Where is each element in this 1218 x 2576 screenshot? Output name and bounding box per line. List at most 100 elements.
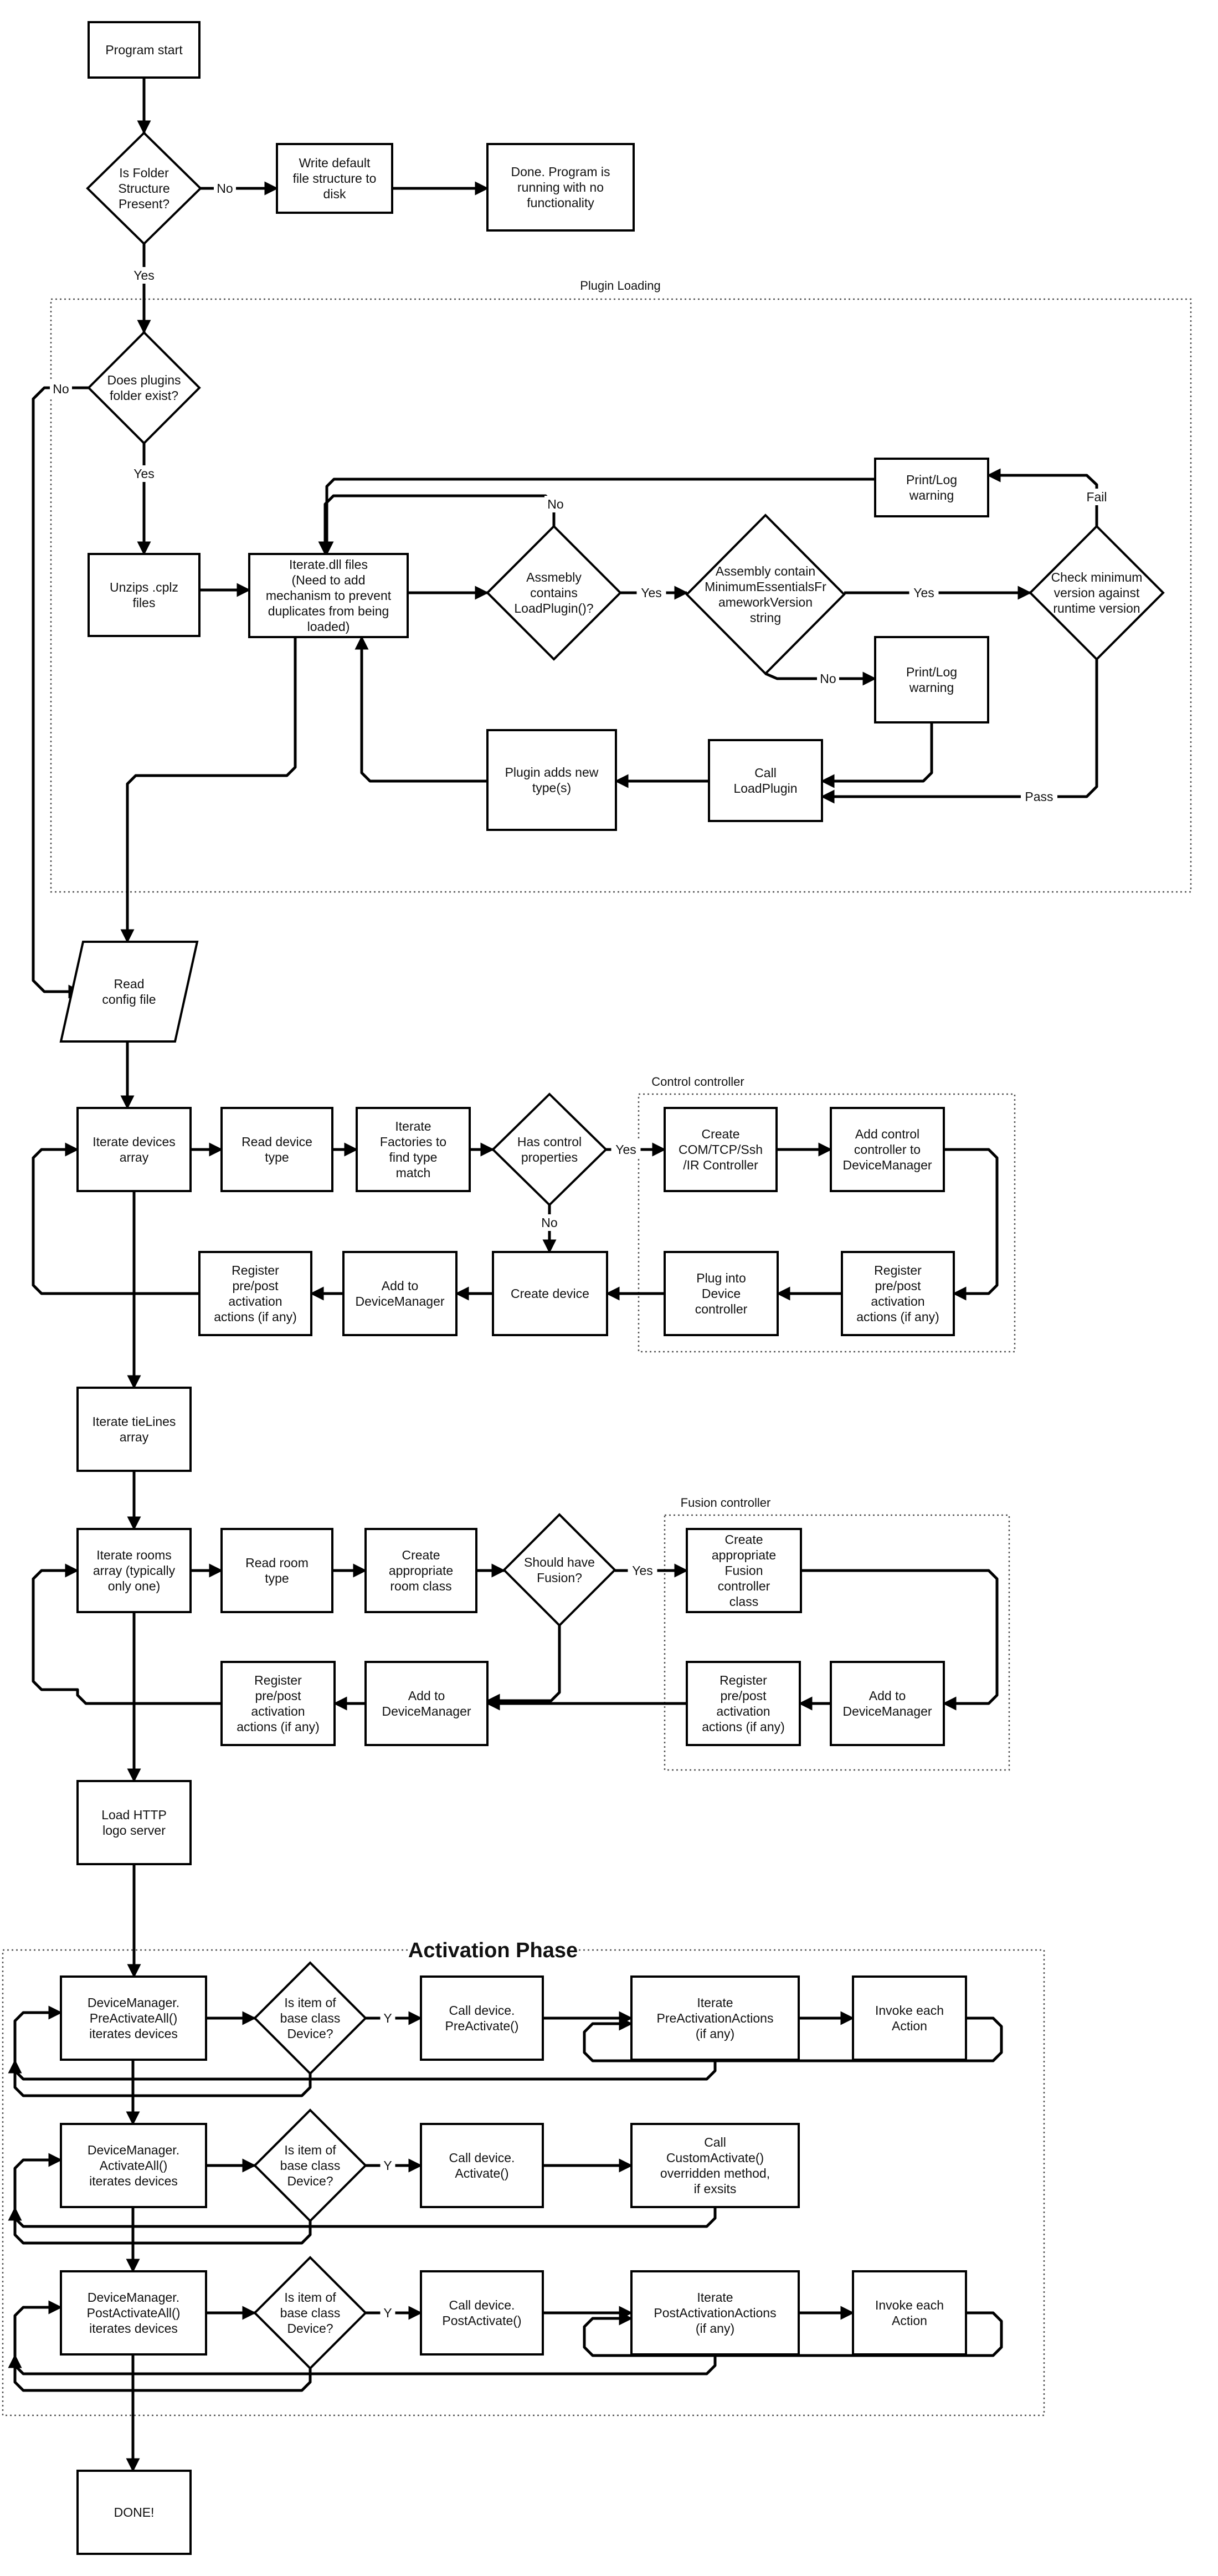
process-shape [874,636,989,723]
process-shape [486,143,635,232]
node-label-line: Iterate tieLines [92,1414,176,1429]
edge-isbase1-preact [8,2059,312,2097]
node-label: Create device [511,1286,589,1301]
node-label-line: Write default [299,156,371,170]
decision-shape [86,131,202,245]
edge-label: Yes [133,466,155,481]
node-label-line: Register [874,1263,922,1277]
node-label-line: type [265,1571,289,1585]
node-label-line: Read device [241,1135,312,1149]
node-label: Call device.Activate() [449,2151,515,2180]
node-label-line: Load HTTP [101,1808,167,1822]
edge-checkmin-callload [820,659,1098,804]
node-label-line: Call device. [449,2151,515,2165]
edge-isbase3-postact [8,2354,312,2392]
process-shape [420,1975,544,2061]
node-label-line: Structure [118,181,169,196]
node-label-line: PostActivateAll() [87,2306,181,2320]
node-label-line: type [265,1150,289,1164]
edge-label: No [53,382,69,396]
group-fusion [664,1514,1010,1771]
node-label-line: array [120,1150,149,1164]
node-label-line: (if any) [696,2321,734,2336]
node-label-line: pre/post [255,1689,301,1703]
node-label-line: Done. Program is [511,165,610,179]
node-done: DONE! [76,2470,192,2555]
edge-label-bg [380,2010,395,2026]
process-shape [486,729,617,831]
node-label-line: folder exist? [110,388,178,403]
edge-warn2-callload [820,722,933,788]
node-label-line: Is item of [284,2290,336,2305]
process-shape [664,1107,778,1192]
node-label-line: Call [704,2135,726,2149]
process-shape [276,143,393,214]
node-label-line: Has control [517,1135,582,1149]
node-label-line: Register [720,1673,767,1687]
node-label: DeviceManager.PreActivateAll()iterates d… [88,1995,179,2041]
decision-shape [253,2256,367,2370]
process-shape [220,1107,333,1192]
edge-iterpre-preact [13,2005,717,2081]
node-label-line: logo server [102,1823,166,1838]
edge-iterpost-postact [13,2300,717,2375]
edge-regdev-iterdev [32,1142,199,1295]
node-label-line: Invoke each [875,2003,944,2018]
process-shape [76,1528,192,1613]
node-label-line: controller [718,1579,770,1593]
node-label-line: DONE! [114,2505,155,2519]
edge-label: Pass [1025,789,1053,804]
node-label-line: appropriate [389,1563,453,1578]
node-label-line: config file [102,992,156,1007]
edge-label-bg [628,1562,657,1579]
node-label-line: Call device. [449,2003,515,2018]
node-label-line: array (typically [93,1563,176,1578]
node-label-line: actions (if any) [856,1310,939,1324]
node-label-line: Action [892,2019,927,2033]
node-label-line: Iterate.dll files [289,557,368,572]
node-label-line: mechanism to prevent [266,588,392,603]
edge-asmload-iterdll [318,494,556,556]
group-label-bg [410,1939,576,1961]
node-label-line: Add to [869,1689,906,1703]
process-shape [364,1661,489,1746]
node-label-line: version against [1054,586,1140,600]
edge-asmver-warn2 [765,671,877,686]
node-label-line: base class [280,2306,341,2320]
edge-isbase2-act [8,2206,312,2245]
group-label-control: Control controller [651,1075,744,1089]
process-shape [220,1528,333,1613]
process-shape [88,21,201,79]
node-label-line: ameworkVersion [718,595,813,609]
node-label-line: Is Folder [119,166,169,180]
process-shape [60,2123,207,2208]
process-shape [76,1780,192,1865]
edge-label: Yes [615,1142,636,1157]
node-label-line: MinimumEssentialsFr [705,579,826,594]
process-shape [76,1387,192,1472]
group-label-activation: Activation Phase [408,1939,578,1962]
decision-shape [502,1513,616,1627]
edge-label: Yes [913,586,934,600]
